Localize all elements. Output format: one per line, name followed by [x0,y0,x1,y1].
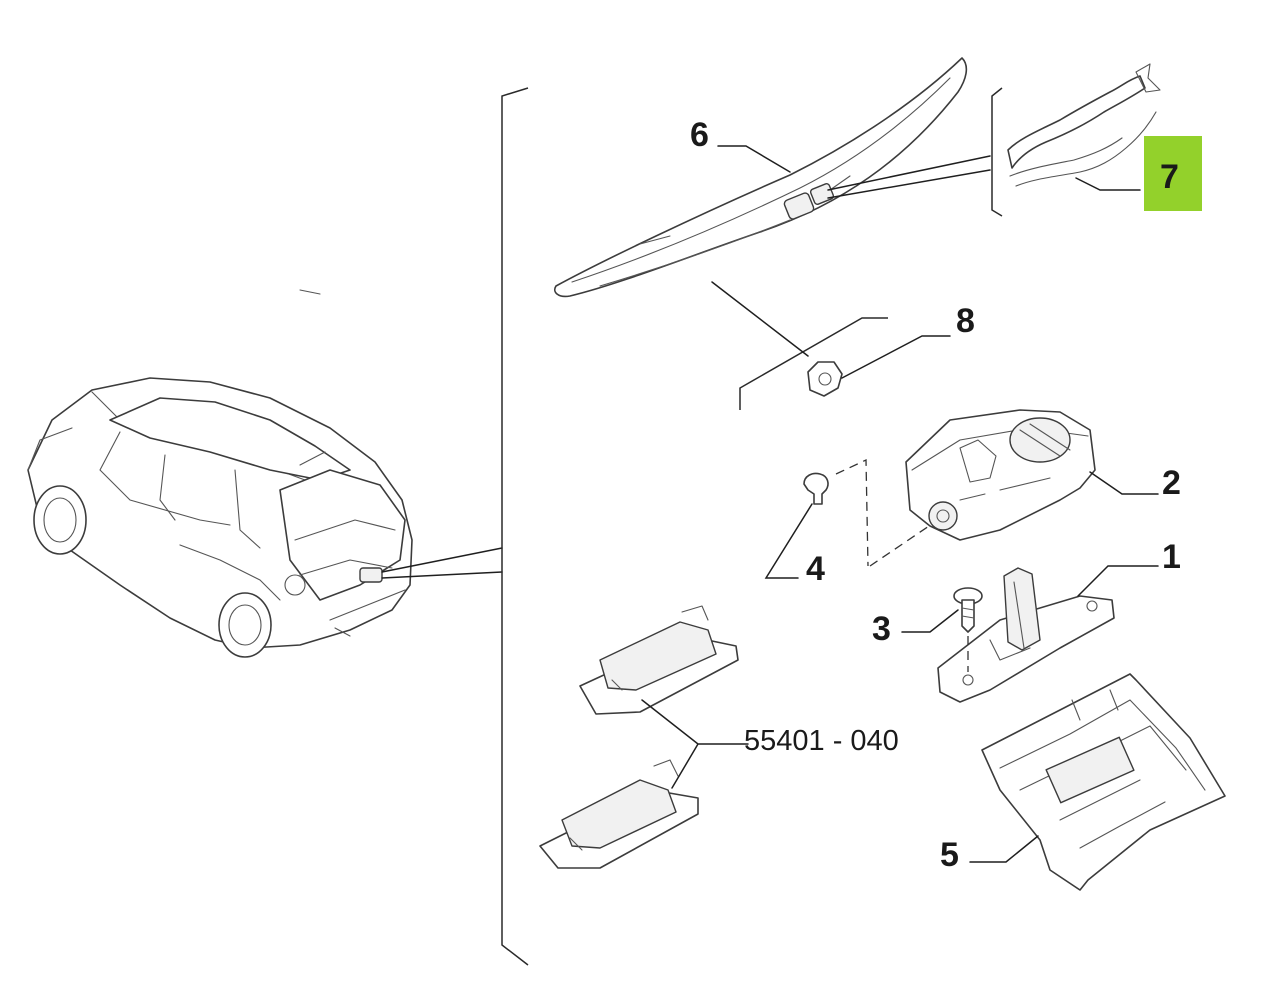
callout-4: 4 [806,550,825,588]
vehicle-overview [27,289,413,658]
bracket-part-7 [991,87,1003,217]
part-8-nut [807,361,843,397]
callout-8: 8 [956,302,975,340]
callout-3: 3 [872,610,891,648]
part-1-striker [937,567,1115,703]
part-5-cover [981,673,1226,891]
callout-2: 2 [1162,464,1181,502]
bracket-part-8 [739,317,888,410]
plate-light-code-label: 55401 - 040 [744,725,899,757]
plate-light-upper [579,605,739,715]
callout-7: 7 [1160,158,1179,196]
callout-6: 6 [690,116,709,154]
part-2-lock-actuator [905,409,1096,541]
part-4-pin [803,472,829,505]
vehicle-leader-line [381,547,503,579]
part-6-handle-bar [554,57,968,298]
part-7-clip [1007,63,1161,187]
callout-1: 1 [1162,538,1181,576]
plate-light-lower [539,759,699,869]
callout-7-highlight [1144,136,1202,211]
tailgate-handle-location [359,567,383,583]
dashed-reference-lines [835,458,969,672]
part-3-screw [953,587,983,633]
leader-lines [641,145,1159,863]
assembly-bracket [501,87,529,966]
callout-5: 5 [940,836,959,874]
